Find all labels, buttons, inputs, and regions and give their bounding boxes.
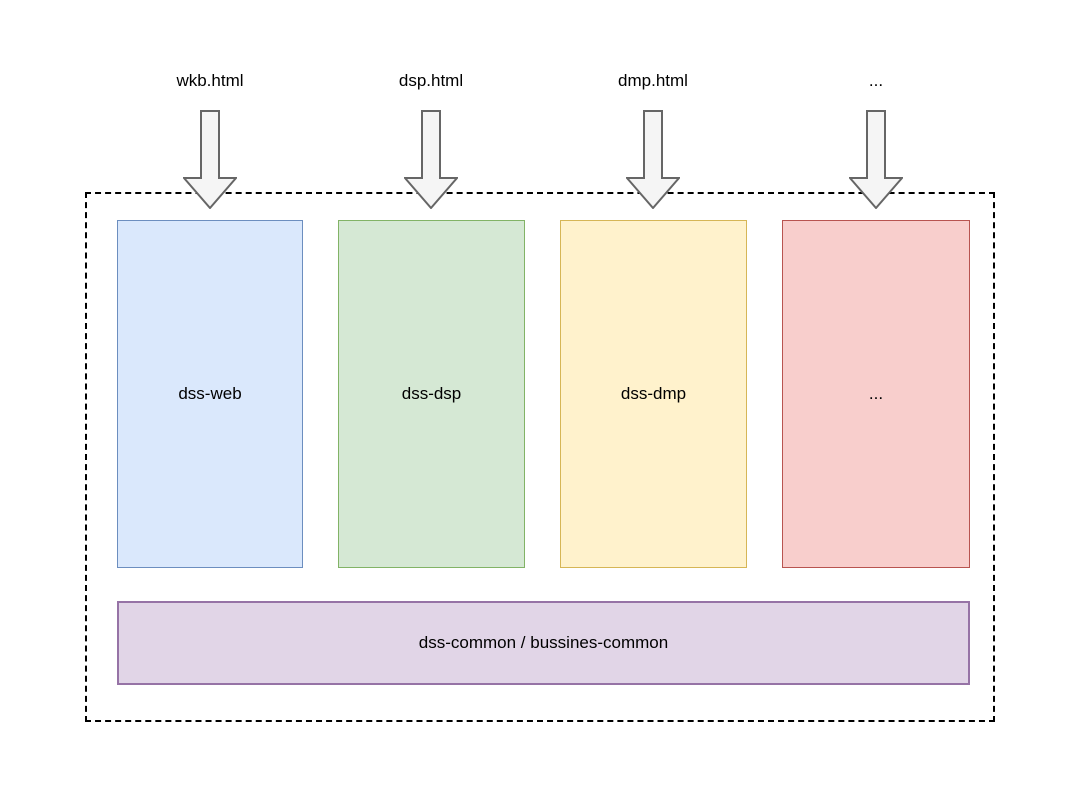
module-box-dss-dmp: dss-dmp bbox=[560, 220, 747, 568]
system-boundary bbox=[85, 192, 995, 722]
down-arrow-icon bbox=[626, 110, 680, 209]
module-label: dss-dsp bbox=[401, 384, 462, 403]
common-module-box: dss-common / bussines-common bbox=[117, 601, 970, 685]
common-module-label: dss-common / bussines-common bbox=[418, 633, 669, 652]
down-arrow-shape bbox=[404, 110, 458, 209]
down-arrow-icon bbox=[404, 110, 458, 209]
down-arrow-shape bbox=[626, 110, 680, 209]
module-box-ellipsis: ... bbox=[782, 220, 970, 568]
module-box-dss-dsp: dss-dsp bbox=[338, 220, 525, 568]
down-arrow-shape bbox=[849, 110, 903, 209]
module-label: dss-dmp bbox=[620, 384, 687, 403]
module-box-dss-web: dss-web bbox=[117, 220, 303, 568]
module-label: ... bbox=[868, 384, 884, 403]
input-label-dmp: dmp.html bbox=[618, 71, 688, 90]
down-arrow-icon bbox=[183, 110, 237, 209]
input-label-ellipsis: ... bbox=[868, 71, 884, 90]
down-arrow-icon bbox=[849, 110, 903, 209]
down-arrow-shape bbox=[183, 110, 237, 209]
module-label: dss-web bbox=[178, 384, 242, 403]
input-label-dsp: dsp.html bbox=[398, 71, 464, 90]
input-label-wkb: wkb.html bbox=[176, 71, 244, 90]
